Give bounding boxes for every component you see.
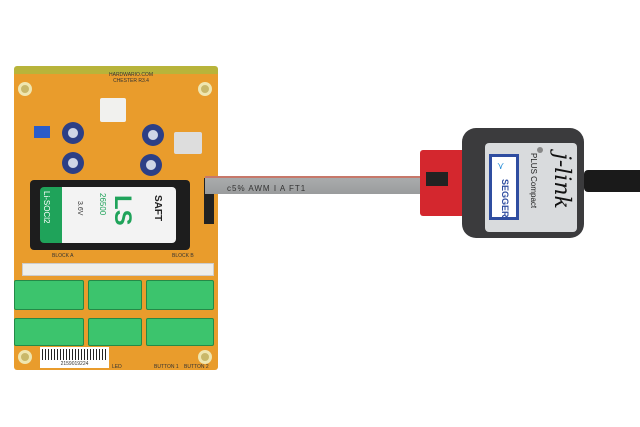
jlink-product: j-link [549,153,574,209]
terminal-block [88,318,142,346]
adapter-connector [426,172,448,186]
board-header-text: HARDWARIO.COM CHESTER R3.4 [96,72,166,84]
cable-markings: c5% AWM I A FT1 [227,184,307,193]
gnss-module [100,98,126,122]
button-2-label: BUTTON 2 [184,364,209,370]
terminal-block [14,280,84,310]
segger-logo: SEGGER ⋎ [489,154,519,220]
barcode [40,347,109,360]
jlink-variant: PLUS Compact [529,153,538,209]
segger-brand: SEGGER [500,179,510,218]
terminal-block [146,280,214,310]
board-url: HARDWARIO.COM [109,72,153,78]
mounting-hole [198,82,212,96]
battery-voltage: 3.6V [76,201,83,216]
blue-module [34,126,50,138]
adapter-board [420,150,466,216]
led-label: LED [112,364,122,370]
block-a-label: BLOCK A [52,253,74,259]
mounting-hole [198,350,212,364]
terminal-block [14,318,84,346]
status-led-icon [537,147,543,153]
pin-header [22,263,214,276]
block-b-label: BLOCK B [172,253,194,259]
capacitor [140,154,162,176]
mounting-hole [18,350,32,364]
terminal-block [146,318,214,346]
capacitor [142,124,164,146]
battery-size: 26500 [98,193,107,216]
battery: Li-SOCl2 3.6V LS 26500 SAFT [40,187,176,243]
battery-chemistry: Li-SOCl2 [42,191,51,224]
relay [174,132,202,154]
barcode-text: 2159019224 [40,360,109,368]
debug-connector [204,178,214,224]
capacitor [62,152,84,174]
capacitor [62,122,84,144]
mounting-hole [18,82,32,96]
battery-brand: SAFT [152,195,163,222]
button-1-label: BUTTON 1 [154,364,179,370]
segger-chevron-icon: ⋎ [497,161,505,172]
board-model: CHESTER R3.4 [113,78,149,84]
usb-cable [584,170,640,192]
terminal-block [88,280,142,310]
ribbon-cable: c5% AWM I A FT1 [205,176,430,194]
battery-model: LS [109,195,136,226]
